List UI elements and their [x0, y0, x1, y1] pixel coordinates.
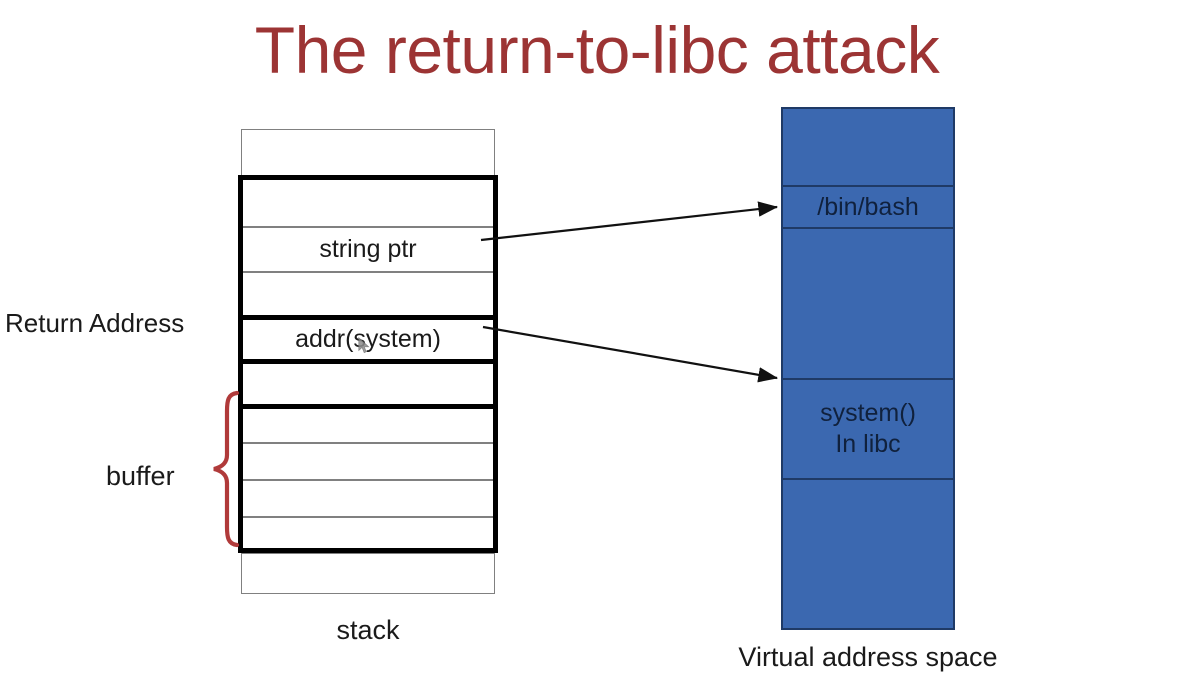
stack-cell-empty-1 — [241, 175, 495, 227]
stack-cell-buffer-4 — [241, 517, 495, 553]
page-title: The return-to-libc attack — [254, 13, 940, 87]
stack-cell-string-ptr: string ptr — [241, 227, 495, 272]
virtual-address-space-caption: Virtual address space — [738, 642, 998, 672]
virtual-address-space-block: /bin/bash system() In libc — [781, 107, 955, 630]
stack-cell-empty-2 — [241, 272, 495, 317]
stack-separator-below-return-address — [238, 359, 498, 364]
stack-cell-above-frame — [241, 129, 495, 176]
stack-cell-buffer-2 — [241, 443, 495, 480]
arrow-addr-system-to-system-libc — [482, 325, 779, 383]
arrow-string-ptr-to-bin-bash — [480, 201, 779, 242]
mouse-cursor-icon — [358, 337, 370, 354]
vas-band-label-line1: system() — [820, 399, 916, 427]
stack-cell-buffer-1 — [241, 406, 495, 443]
stack-cell-addr-system: addr(system) — [241, 317, 495, 361]
stack-cell-buffer-3 — [241, 480, 495, 517]
return-address-label: Return Address — [5, 308, 185, 338]
buffer-curly-brace-icon — [213, 390, 240, 548]
buffer-label: buffer — [106, 461, 175, 491]
vas-band-bin-bash: /bin/bash — [783, 185, 953, 229]
stack-diagram: string ptr addr(system) — [238, 129, 498, 594]
stack-separator-above-return-address — [238, 315, 498, 320]
stack-caption-label: stack — [336, 615, 400, 645]
stack-separator-buffer-top — [238, 404, 498, 409]
vas-band-label-line2: In libc — [835, 430, 901, 458]
stack-cell-below-frame — [241, 553, 495, 594]
vas-band-system-libc: system() In libc — [783, 378, 953, 480]
vas-band-label: /bin/bash — [817, 192, 919, 221]
stack-cell-empty-3 — [241, 361, 495, 406]
stack-cell-label: addr(system) — [295, 324, 441, 353]
stack-cell-label: string ptr — [319, 235, 417, 263]
